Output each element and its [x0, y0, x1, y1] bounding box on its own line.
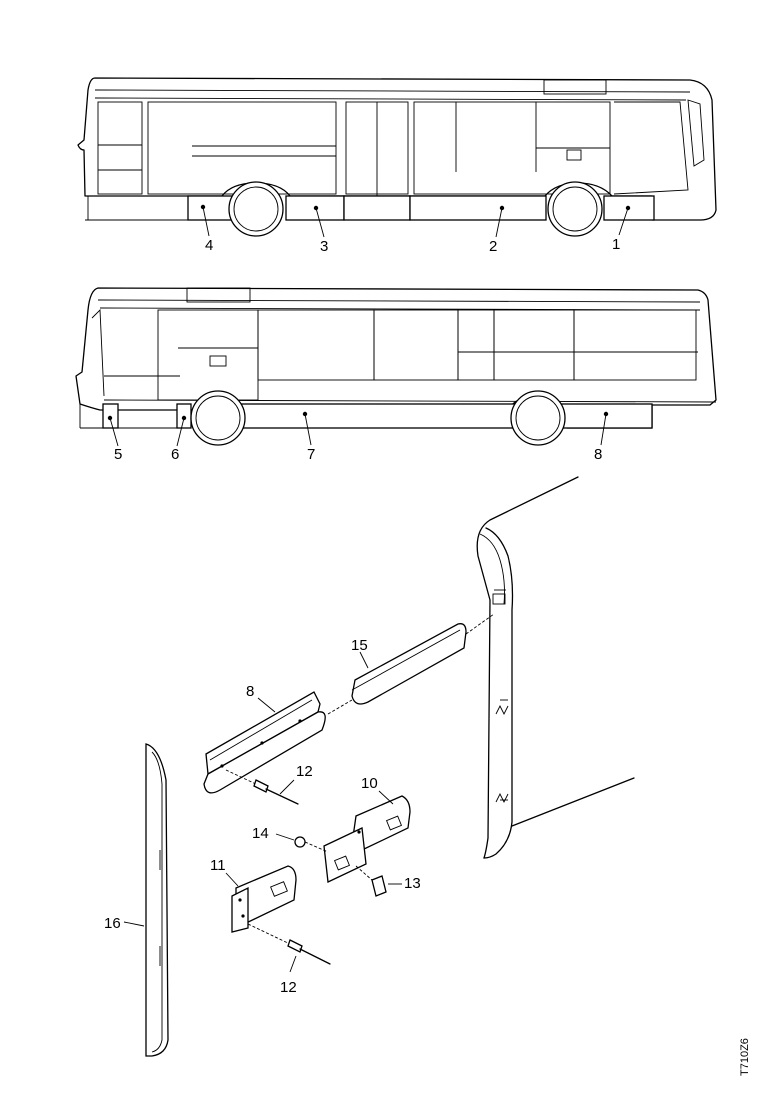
- callout-10: 10: [361, 775, 378, 792]
- bus-side-view-bottom: 5 6 7 8: [75, 287, 717, 463]
- bus-top-front-wheel: [547, 181, 603, 237]
- exploded-view: 15 8 12: [104, 476, 635, 1057]
- callout-13: 13: [404, 875, 421, 892]
- callout-11: 11: [210, 857, 226, 874]
- drawing-code: T710Z6: [739, 1038, 751, 1076]
- callout-6: 6: [171, 446, 179, 463]
- part-11-bracket-plate: 11: [210, 857, 297, 933]
- part-14-nut: 14: [252, 825, 329, 853]
- callout-8: 8: [594, 446, 602, 463]
- part-15-trim-strip: 15: [351, 613, 495, 705]
- callout-15: 15: [351, 637, 368, 654]
- callout-8-exploded: 8: [246, 683, 254, 700]
- bus-top-rear-wheel: [228, 181, 284, 237]
- part-13-clip: 13: [355, 865, 421, 897]
- part-16-vertical-panel: 16: [104, 743, 169, 1057]
- callout-2: 2: [489, 238, 497, 255]
- bus-bottom-front-wheel: [510, 390, 566, 446]
- part-12-screw-lower: 12: [247, 923, 331, 996]
- callout-12-lower: 12: [280, 979, 297, 996]
- skirt-panel-7: [231, 403, 521, 429]
- callout-1: 1: [612, 236, 620, 253]
- part-12-screw-upper: 12: [225, 763, 313, 805]
- skirt-panel-4: [187, 195, 233, 221]
- part-10-clip-bracket: 10: [323, 775, 411, 883]
- bus-side-view-top: 4 3 2 1: [77, 77, 717, 255]
- callout-14: 14: [252, 825, 269, 842]
- callout-5: 5: [114, 446, 122, 463]
- callout-4: 4: [205, 237, 213, 254]
- skirt-panel-8: [557, 403, 653, 429]
- body-corner-pillar: [476, 476, 635, 859]
- skirt-panel-2: [409, 195, 547, 221]
- callout-3: 3: [320, 238, 328, 255]
- callout-7: 7: [307, 446, 315, 463]
- callout-16: 16: [104, 915, 121, 932]
- part-8-bracket-channel: 8: [203, 683, 353, 794]
- callout-12-upper: 12: [296, 763, 313, 780]
- bus-bottom-rear-wheel: [190, 390, 246, 446]
